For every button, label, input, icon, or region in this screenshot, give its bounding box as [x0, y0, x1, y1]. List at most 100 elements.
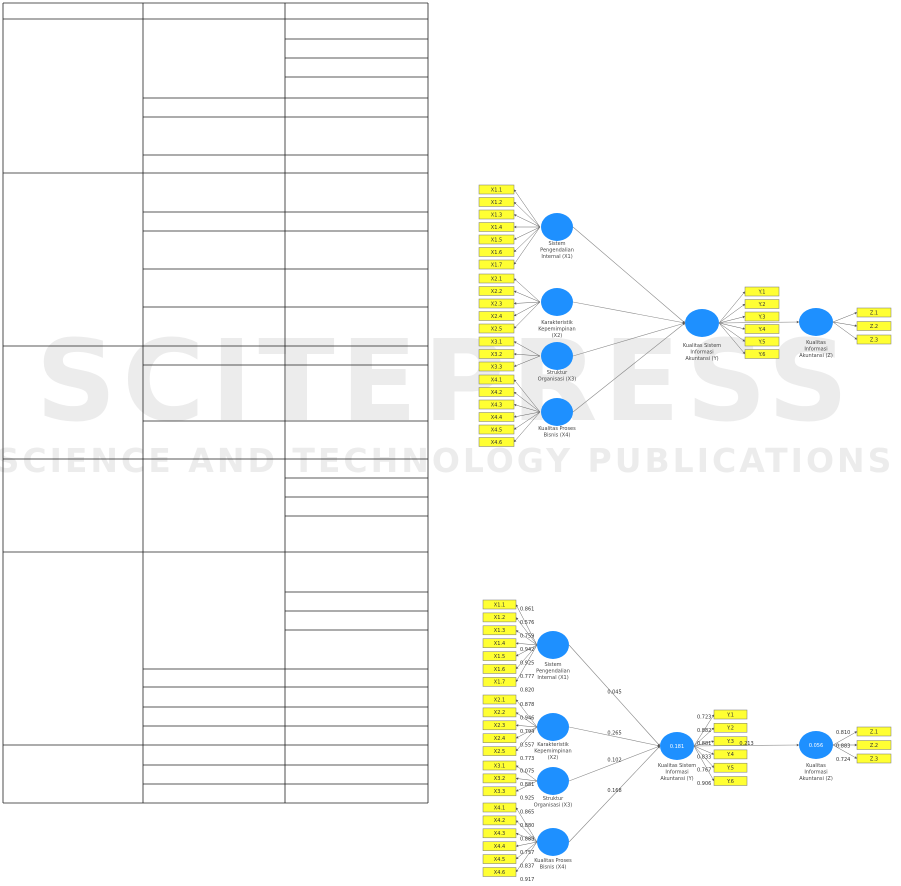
- structural-path: [572, 301, 686, 324]
- arrow-head: [796, 743, 799, 747]
- watermark-subtitle: SCIENCE AND TECHNOLOGY PUBLICATIONS: [0, 441, 894, 480]
- loading-value: 0.882: [697, 728, 711, 734]
- indicator-bottom-z: Z.3: [856, 753, 892, 764]
- watermark: SCITEPRESS SCIENCE AND TECHNOLOGY PUBLIC…: [0, 317, 894, 480]
- loading-arrow: [513, 411, 541, 443]
- indicator-top: X4.3: [478, 399, 515, 410]
- latent-label: Internal (X1): [537, 675, 568, 681]
- structural-path: [572, 226, 686, 324]
- arrow-head: [711, 778, 715, 781]
- loading-arrow: [693, 745, 715, 782]
- indicator-bottom: X1.7: [482, 677, 517, 687]
- loading-value: 0.889: [520, 837, 534, 843]
- indicator-label: Y.3: [726, 739, 734, 745]
- loading-value: 0.820: [520, 687, 534, 693]
- indicator-label: X4.6: [494, 870, 505, 876]
- arrow-head: [516, 820, 519, 823]
- indicator-label: X4.5: [491, 427, 502, 433]
- loading-arrow: [513, 214, 541, 228]
- indicator-label: X2.2: [494, 710, 505, 716]
- arrow-head: [854, 337, 857, 340]
- indicator-top: X3.3: [478, 361, 515, 372]
- loading-arrow: [832, 321, 858, 327]
- arrow-head: [514, 392, 517, 395]
- loading-arrow: [832, 744, 858, 759]
- arrow-head: [711, 765, 714, 768]
- indicator-bottom: X2.1: [482, 694, 517, 705]
- latent-label: Karakteristik: [537, 742, 569, 748]
- loading-arrow: [515, 765, 538, 782]
- indicator-label: X3.3: [494, 789, 505, 795]
- pls-model-diagram: X1.1X1.2X1.3X1.4X1.5X1.6X1.7SistemPengen…: [478, 184, 892, 447]
- latent-label: Pengendalian: [536, 669, 570, 675]
- indicator-bottom: X3.1: [482, 760, 517, 771]
- loading-arrow: [515, 841, 538, 847]
- loading-value: 0.837: [520, 864, 534, 870]
- indicator-top: X4.5: [478, 424, 515, 435]
- arrow-head: [514, 249, 517, 252]
- arrow-head: [516, 712, 519, 715]
- loading-arrow: [513, 278, 541, 303]
- indicator-label: X1.2: [491, 200, 502, 206]
- loading-arrow: [513, 404, 541, 413]
- indicator-label: X1.5: [494, 654, 505, 660]
- latent-label: Informasi: [690, 350, 713, 356]
- indicator-top-y: Y.1: [744, 286, 780, 297]
- indicator-label: Y.6: [726, 779, 734, 785]
- loading-arrow: [718, 291, 746, 324]
- loading-arrow: [515, 778, 538, 782]
- indicator-top: X4.6: [478, 437, 515, 447]
- indicator-top: X2.4: [478, 311, 515, 321]
- indicator-label: X4.2: [494, 818, 505, 824]
- latent-bottom-y: [660, 732, 694, 760]
- loading-arrow: [515, 726, 538, 739]
- indicator-bottom-y: Y.4: [713, 749, 748, 760]
- arrow-head: [515, 679, 519, 682]
- arrow-head: [854, 324, 857, 327]
- arrow-head: [657, 746, 660, 749]
- latent-label: (X2): [552, 333, 563, 339]
- arrow-head: [514, 439, 517, 442]
- indicator-top-z: Z.2: [856, 321, 892, 331]
- loading-value: 0.757: [520, 850, 534, 856]
- loading-value: 0.773: [520, 756, 534, 762]
- latent-label: Kualitas: [806, 340, 826, 346]
- latent-label: Kepemimpinan: [534, 749, 571, 755]
- loading-arrow: [718, 303, 746, 324]
- latent-label: (X2): [548, 755, 559, 761]
- arrow-head: [711, 740, 714, 743]
- loading-arrow: [515, 712, 538, 728]
- indicator-label: X4.4: [491, 415, 502, 421]
- arrow-head: [514, 214, 517, 217]
- indicator-bottom: X3.2: [482, 773, 517, 784]
- loading-value: 0.759: [520, 633, 534, 639]
- loading-arrow: [515, 726, 538, 752]
- loading-arrow: [515, 644, 538, 683]
- indicator-label: Y.4: [726, 752, 734, 758]
- indicator-top: X3.2: [478, 349, 515, 359]
- indicator-label: X1.4: [494, 641, 505, 647]
- loading-value: 0.925: [520, 796, 534, 802]
- latent-bottom: [537, 631, 569, 659]
- loading-arrow: [515, 644, 538, 657]
- indicator-label: X4.5: [494, 857, 505, 863]
- indicator-top: X2.1: [478, 273, 515, 284]
- indicator-bottom: X1.5: [482, 651, 517, 661]
- loading-arrow: [513, 355, 541, 367]
- latent-label: Kualitas Sistem: [658, 763, 696, 769]
- arrow-head: [516, 777, 519, 780]
- path-coefficient: 0.102: [607, 758, 621, 764]
- arrow-head: [514, 415, 517, 418]
- indicator-top: X2.5: [478, 323, 515, 334]
- arrow-head: [742, 291, 745, 295]
- loading-arrow: [513, 301, 541, 329]
- indicator-bottom: X2.3: [482, 720, 517, 731]
- arrow-head: [796, 320, 799, 324]
- indicator-label: X4.2: [491, 390, 502, 396]
- loading-arrow: [515, 699, 538, 728]
- latent-bottom-z: [799, 731, 833, 759]
- r-squared-value: 0.056: [809, 743, 823, 749]
- arrow-head: [516, 832, 519, 836]
- indicator-label: Y.2: [726, 726, 734, 732]
- arrow-head: [742, 327, 745, 330]
